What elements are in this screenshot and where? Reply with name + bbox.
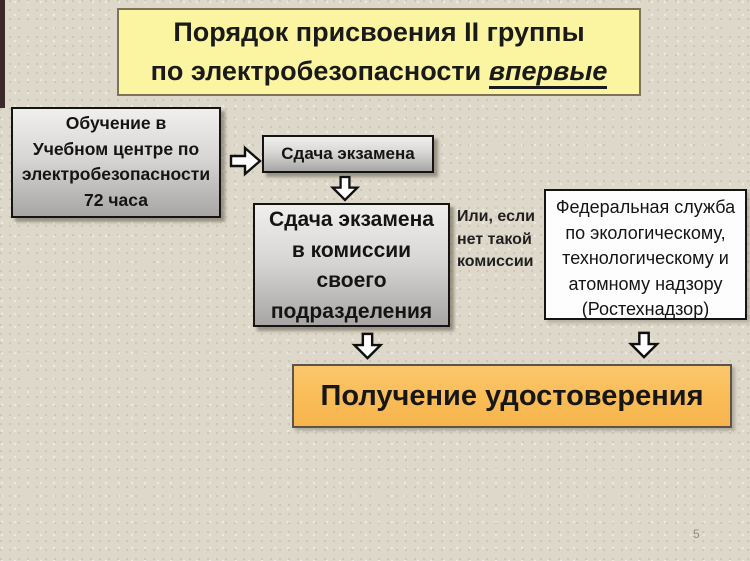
- supervision-box-line: атомному надзору: [568, 273, 723, 294]
- exam-box: Сдача экзамена: [262, 135, 434, 173]
- slide-title: Порядок присвоения II группы по электроб…: [117, 8, 641, 96]
- block-arrow-down-icon: [628, 331, 660, 359]
- commission-box-line: в комиссии: [291, 238, 412, 262]
- or-note-line: нет такой: [457, 230, 532, 248]
- block-arrow-right-icon: [229, 145, 262, 177]
- supervision-box-line: технологическому и: [562, 248, 729, 268]
- training-box-line: 72 часа: [84, 189, 148, 210]
- training-box-line: электробезопасности: [21, 164, 211, 184]
- result-box-label: Получение удостоверения: [320, 379, 704, 412]
- training-box: Обучение в Учебном центре по электробезо…: [11, 107, 221, 218]
- left-accent-strip: [0, 0, 5, 108]
- supervision-box-line: (Ростехнадзор): [581, 299, 710, 319]
- training-box-line: Обучение в: [65, 113, 167, 133]
- supervision-box-line: Федеральная служба: [555, 197, 736, 217]
- supervision-box: Федеральная служба по экологическому, те…: [544, 189, 747, 320]
- title-line-2-emphasis: впервые: [488, 56, 608, 89]
- or-note-line: комиссии: [457, 253, 534, 270]
- page-number: 5: [693, 527, 700, 541]
- block-arrow-down-icon: [330, 175, 360, 202]
- supervision-box-line: по экологическому,: [565, 222, 726, 243]
- training-box-line: Учебном центре по: [32, 138, 200, 159]
- result-box: Получение удостоверения: [292, 364, 732, 428]
- title-line-1: Порядок присвоения II группы: [173, 17, 585, 47]
- title-line-2: по электробезопасности впервые: [119, 52, 639, 91]
- exam-box-label: Сдача экзамена: [281, 144, 415, 163]
- title-line-2-prefix: по электробезопасности: [150, 56, 482, 86]
- commission-box-line: подразделения: [270, 299, 433, 323]
- or-note: Или, если нет такой комиссии: [457, 206, 557, 274]
- commission-box-line: своего: [316, 269, 387, 292]
- or-note-line: Или, если: [457, 208, 535, 225]
- commission-box-line: Сдача экзамена: [269, 208, 434, 231]
- commission-box: Сдача экзамена в комиссии своего подразд…: [253, 203, 450, 327]
- block-arrow-down-icon: [351, 332, 384, 360]
